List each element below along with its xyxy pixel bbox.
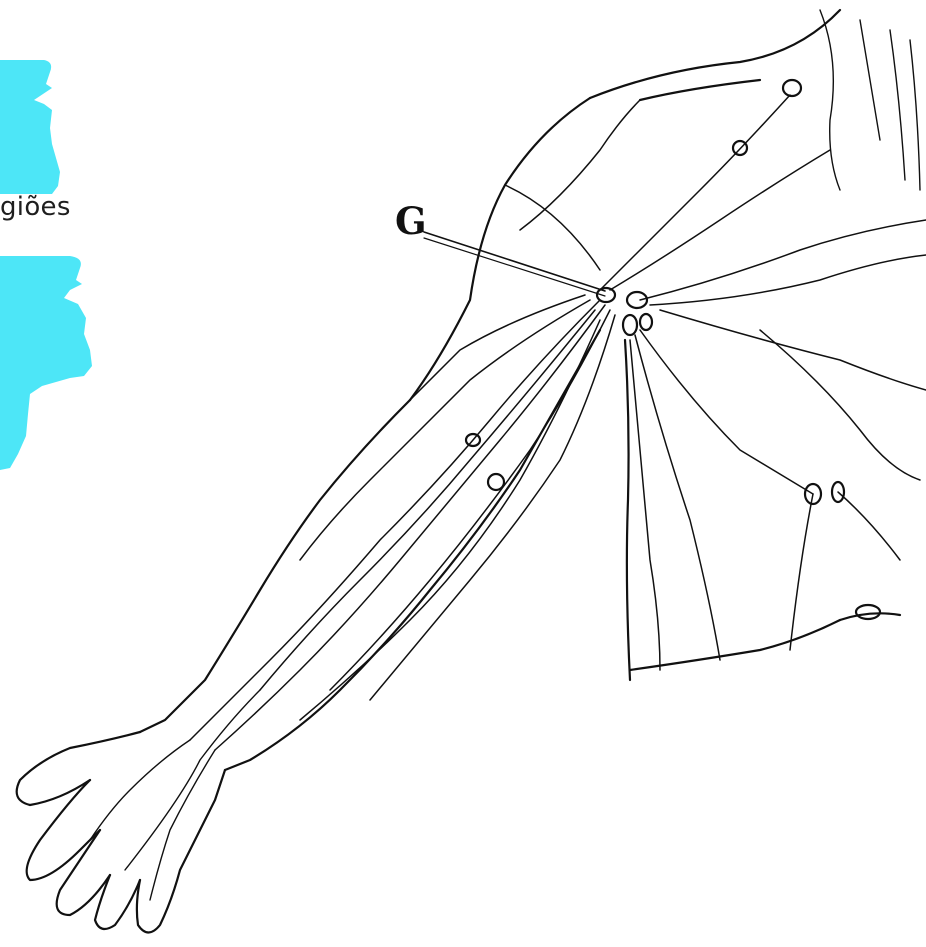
- arm-lymphatic-illustration: [0, 0, 926, 947]
